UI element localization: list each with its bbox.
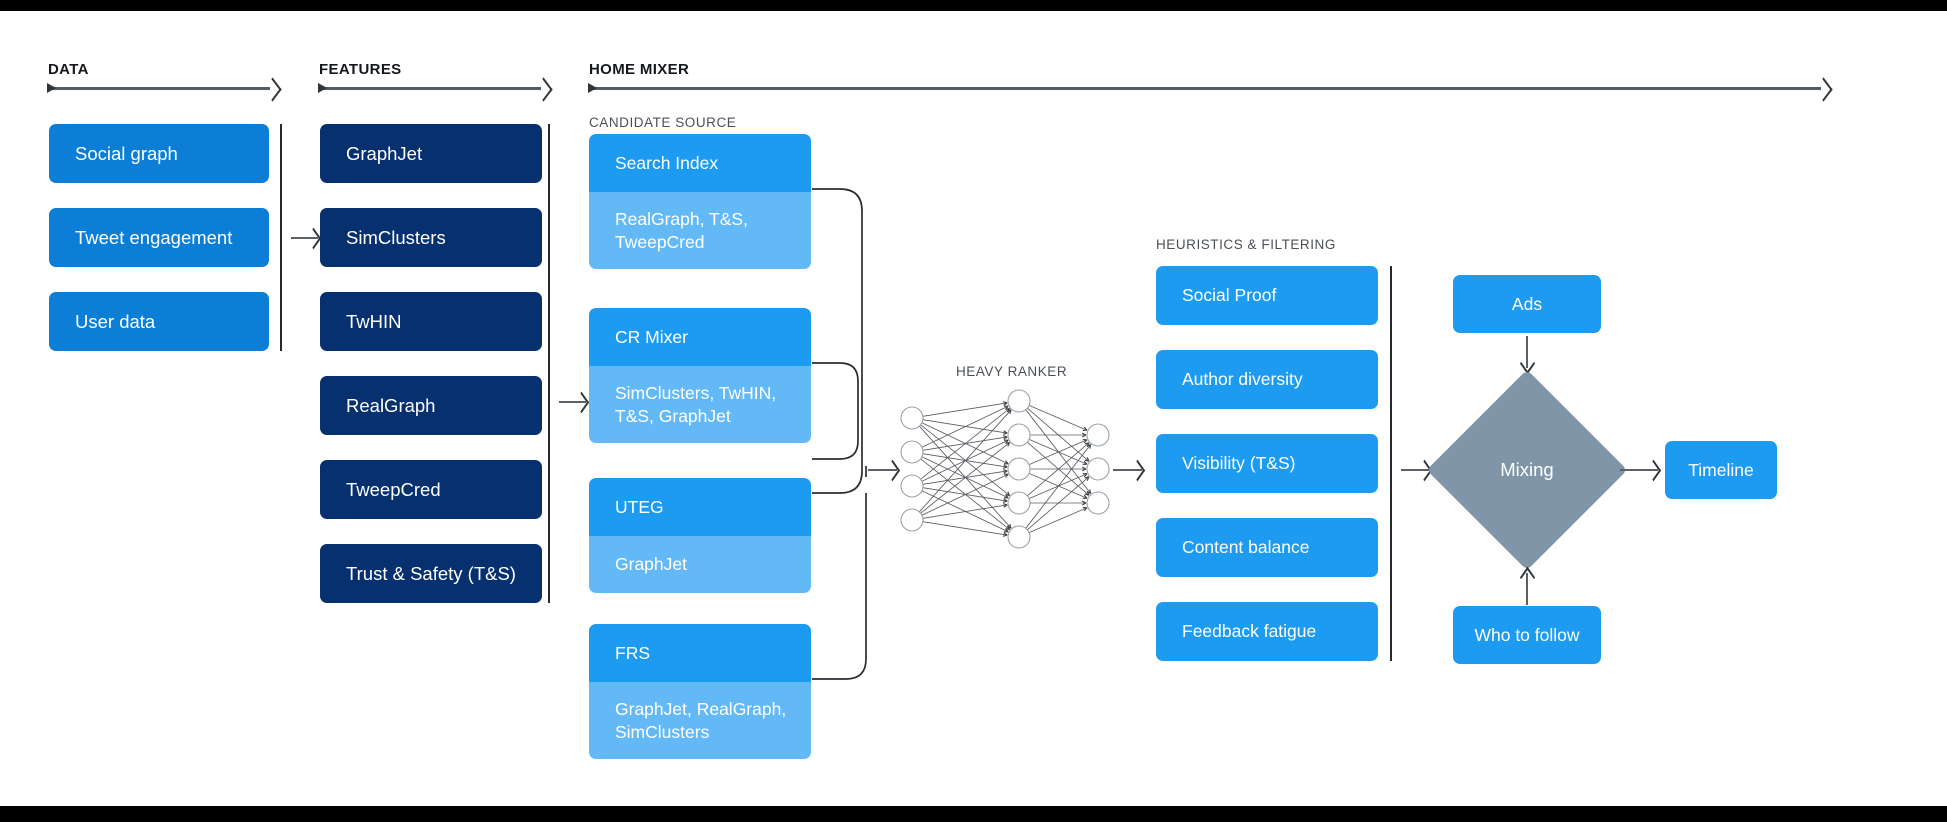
feature-box-label: TwHIN (346, 310, 402, 332)
data-box-social-graph[interactable]: Social graph (49, 124, 269, 183)
arrow-data-to-features (291, 237, 318, 239)
section-rule-data (47, 83, 270, 93)
section-label-features: FEATURES (319, 61, 402, 78)
heuristic-box-label: Content balance (1182, 537, 1310, 558)
divider-heuristics-mixing (1390, 266, 1392, 661)
candidate-source-title: Search Index (589, 134, 811, 192)
data-box-label: Tweet engagement (75, 226, 233, 248)
section-label-data: DATA (48, 61, 89, 78)
feature-box-realgraph[interactable]: RealGraph (320, 376, 542, 435)
feature-box-twhin[interactable]: TwHIN (320, 292, 542, 351)
arrow-features-to-candidate-source (559, 401, 586, 403)
arrow-candidate-source-to-heavy-ranker (868, 469, 897, 471)
feature-box-label: SimClusters (346, 226, 446, 248)
candidate-source-card-search-index[interactable]: Search Index RealGraph, T&S, TweepCred (589, 134, 811, 269)
feature-box-trust-safety[interactable]: Trust & Safety (T&S) (320, 544, 542, 603)
candidate-source-card-cr-mixer[interactable]: CR Mixer SimClusters, TwHIN, T&S, GraphJ… (589, 308, 811, 443)
data-box-label: Social graph (75, 142, 178, 164)
feature-box-label: GraphJet (346, 142, 423, 164)
heavy-ranker-network (900, 389, 1110, 549)
arrow-who-to-follow-to-mixing (1526, 573, 1528, 605)
bottom-letterbox-bar (0, 806, 1947, 822)
heuristic-box-label: Feedback fatigue (1182, 621, 1317, 642)
heuristic-box-feedback-fatigue[interactable]: Feedback fatigue (1156, 602, 1378, 661)
heuristic-box-label: Social Proof (1182, 285, 1277, 306)
sublabel-heuristics-filtering: HEURISTICS & FILTERING (1156, 237, 1336, 252)
data-box-label: User data (75, 310, 156, 332)
section-label-home-mixer: HOME MIXER (589, 61, 690, 78)
data-box-user-data[interactable]: User data (49, 292, 269, 351)
connector-lines-candidate-to-ranker (812, 188, 867, 680)
candidate-source-title: CR Mixer (589, 308, 811, 366)
feature-box-simclusters[interactable]: SimClusters (320, 208, 542, 267)
feature-box-label: TweepCred (346, 478, 441, 500)
output-box-timeline[interactable]: Timeline (1665, 441, 1777, 499)
heuristic-box-visibility[interactable]: Visibility (T&S) (1156, 434, 1378, 493)
candidate-source-features: SimClusters, TwHIN, T&S, GraphJet (589, 366, 811, 443)
output-box-label: Timeline (1688, 459, 1754, 480)
arrow-mixing-to-timeline (1620, 469, 1658, 471)
heuristic-box-label: Visibility (T&S) (1182, 453, 1296, 474)
heuristic-box-content-balance[interactable]: Content balance (1156, 518, 1378, 577)
candidate-source-features: GraphJet (589, 536, 811, 593)
mixing-box-who-to-follow[interactable]: Who to follow (1453, 606, 1601, 664)
diagram-canvas: DATA FEATURES HOME MIXER CANDIDATE SOURC… (0, 11, 1947, 806)
section-rule-features (318, 83, 541, 93)
candidate-source-card-frs[interactable]: FRS GraphJet, RealGraph, SimClusters (589, 624, 811, 759)
feature-box-label: RealGraph (346, 394, 436, 416)
heuristic-box-author-diversity[interactable]: Author diversity (1156, 350, 1378, 409)
candidate-source-features: RealGraph, T&S, TweepCred (589, 192, 811, 269)
feature-box-graphjet[interactable]: GraphJet (320, 124, 542, 183)
top-letterbox-bar (0, 0, 1947, 11)
data-box-tweet-engagement[interactable]: Tweet engagement (49, 208, 269, 267)
heuristic-box-label: Author diversity (1182, 369, 1303, 390)
candidate-source-card-uteg[interactable]: UTEG GraphJet (589, 478, 811, 593)
section-rule-home-mixer (588, 83, 1821, 93)
sublabel-heavy-ranker: HEAVY RANKER (956, 364, 1068, 379)
candidate-source-title: FRS (589, 624, 811, 682)
mixing-box-ads[interactable]: Ads (1453, 275, 1601, 333)
mixing-diamond-label: Mixing (1500, 459, 1554, 480)
arrow-ads-to-mixing (1526, 336, 1528, 368)
arrow-heuristics-to-mixing (1401, 469, 1429, 471)
mixing-box-label: Ads (1511, 293, 1543, 314)
feature-box-tweepcred[interactable]: TweepCred (320, 460, 542, 519)
mixing-box-label: Who to follow (1474, 624, 1580, 645)
divider-features-mixer (548, 124, 550, 603)
arrow-heavy-ranker-to-heuristics (1113, 469, 1142, 471)
candidate-source-title: UTEG (589, 478, 811, 536)
feature-box-label: Trust & Safety (T&S) (346, 562, 516, 584)
sublabel-candidate-source: CANDIDATE SOURCE (589, 115, 737, 130)
candidate-source-features: GraphJet, RealGraph, SimClusters (589, 682, 811, 759)
divider-data-features (280, 124, 282, 351)
heuristic-box-social-proof[interactable]: Social Proof (1156, 266, 1378, 325)
